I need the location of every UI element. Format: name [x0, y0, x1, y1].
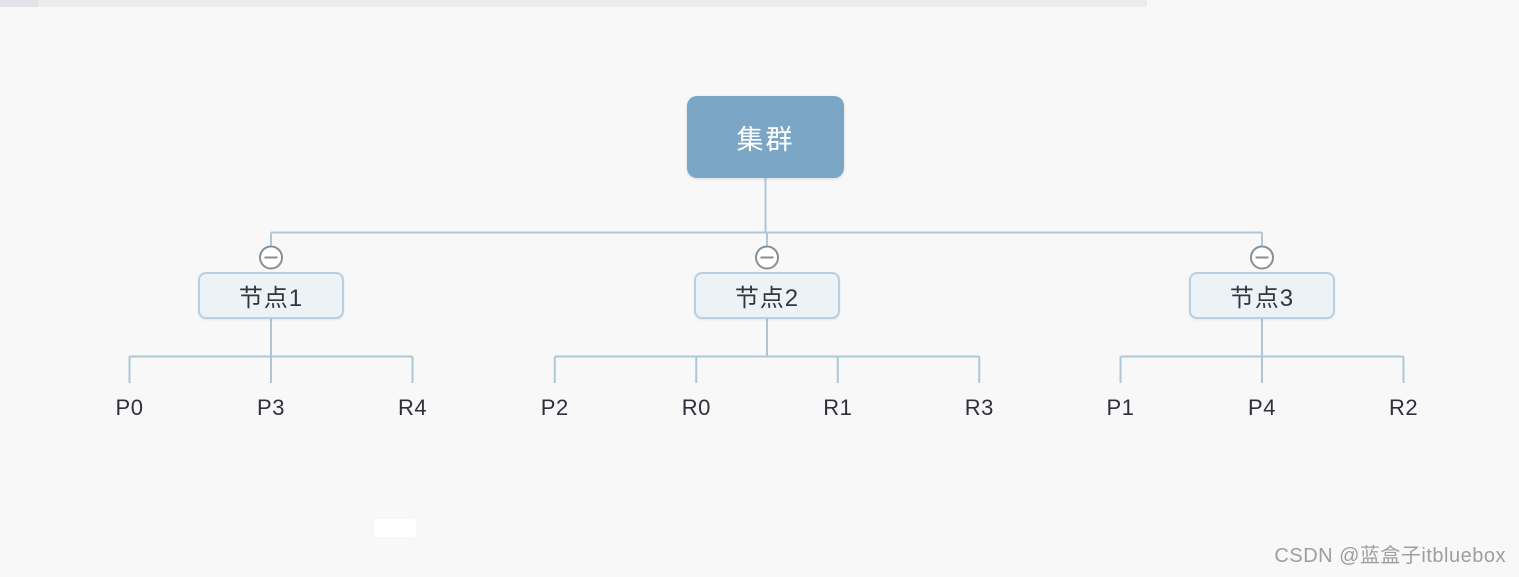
- top-progress-segment: [0, 0, 38, 7]
- node-box-3[interactable]: 节点3: [1189, 272, 1335, 319]
- white-artifact-patch: [374, 519, 416, 537]
- root-node-label: 集群: [736, 124, 795, 155]
- root-node-cluster[interactable]: 集群: [687, 96, 844, 178]
- leaf-label[interactable]: P1: [1106, 395, 1135, 420]
- leaf-label[interactable]: P4: [1248, 395, 1276, 420]
- leaf-label[interactable]: R0: [681, 395, 711, 420]
- leaf-label[interactable]: R3: [964, 395, 994, 420]
- leaf-label[interactable]: P3: [257, 395, 285, 420]
- leaf-label[interactable]: P2: [540, 395, 569, 420]
- minus-circle-icon[interactable]: [755, 245, 779, 270]
- node-box-2[interactable]: 节点2: [694, 272, 840, 319]
- leaf-label[interactable]: R1: [823, 395, 853, 420]
- minus-circle-icon[interactable]: [259, 245, 283, 270]
- top-progress-strip: [0, 0, 1147, 7]
- leaf-label[interactable]: R2: [1388, 395, 1419, 420]
- minus-circle-icon[interactable]: [1250, 245, 1274, 270]
- node-box-1[interactable]: 节点1: [198, 272, 344, 319]
- watermark-text: CSDN @蓝盒子itbluebox: [1274, 545, 1506, 567]
- leaf-label[interactable]: P0: [115, 395, 144, 420]
- leaf-label[interactable]: R4: [397, 395, 428, 420]
- tree-connector-path: [128, 178, 1405, 383]
